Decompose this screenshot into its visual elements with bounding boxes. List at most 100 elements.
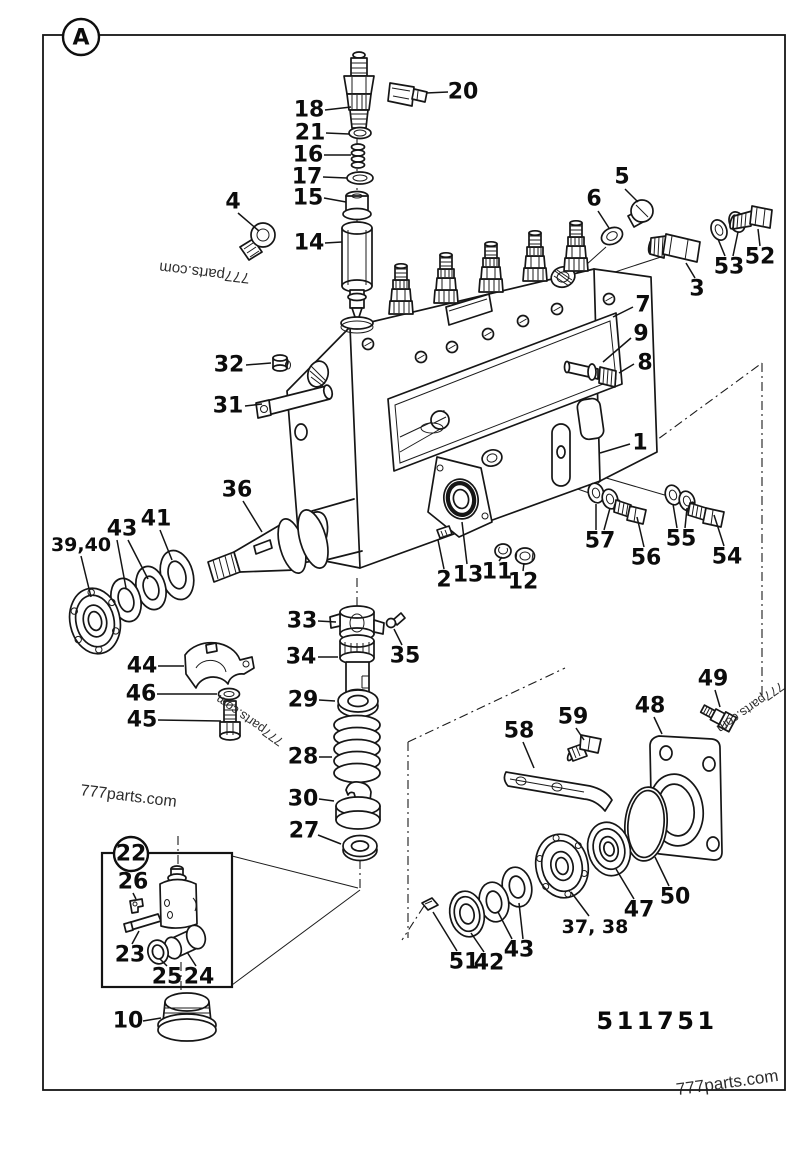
leader-line-41 [159,529,173,561]
threaded-port-left [306,360,330,388]
part-5-screw [627,199,654,228]
callout-3: 3 [689,277,704,302]
leader-line-10 [142,1017,162,1022]
callout-12: 12 [508,570,539,595]
ref-letter: A [72,26,89,51]
part-44-bearing-cap [184,641,255,689]
id-plate [445,293,493,326]
part-code: 511751 [596,1007,717,1035]
leader-line-54 [713,514,725,547]
callout-17: 17 [292,165,323,190]
callout-27: 27 [289,819,320,844]
callout-24: 24 [184,965,215,990]
part-56-bolt [613,499,647,525]
callout-11: 11 [482,560,513,585]
part-31-pin [255,384,334,419]
leader-line-5 [624,188,639,203]
part-6-washer [600,226,624,246]
callout-54: 54 [712,545,743,570]
part-33-tappet [329,605,385,641]
callout-8: 8 [637,351,652,376]
leader-line-29 [318,699,336,702]
callout-5: 5 [614,165,629,190]
diagram-border [42,34,786,1091]
callout-7: 7 [635,293,650,318]
callout-50: 50 [660,885,691,910]
part-36-camshaft [207,509,329,583]
part-52-bolt [729,205,773,230]
leader-line-59 [575,727,585,741]
leader-line-26 [132,892,137,900]
callout-30: 30 [288,787,319,812]
detail-box-22 [100,851,234,989]
callout-balloon-22 [112,835,150,873]
callout-44: 44 [127,654,158,679]
part-42-seal [448,890,486,938]
leader-line-2 [437,539,445,570]
callout-43: 43 [504,938,535,963]
callout-23: 23 [115,943,146,968]
threaded-port-top [550,265,576,289]
leader-line-37-38 [570,891,590,917]
part-49-overflow-valve [699,704,738,733]
leader-line-39-40 [80,555,92,598]
leader-line-32 [245,362,272,366]
leader-line-3 [685,262,696,279]
part-57-washers [587,482,619,510]
part-43-washers-left [110,565,167,623]
callout-41: 41 [141,507,172,532]
part-2-bearing-flange [427,456,493,539]
callout-51: 51 [449,950,480,975]
part-47-bearing [586,821,632,877]
part-41-shim-ring [159,549,195,601]
leader-line-18 [324,106,352,111]
leader-lines [80,91,761,1022]
callout-9: 9 [633,322,648,347]
part-50-o-ring [623,786,669,862]
leader-line-50 [654,856,670,887]
callout-15: 15 [293,186,324,211]
callout-33: 33 [287,609,318,634]
left-face-hole [294,423,308,441]
callout-56: 56 [631,546,662,571]
callout-32: 32 [214,353,245,378]
part-13-oil-seal [445,481,477,517]
part-20-clip [387,82,428,107]
part-12-nut [514,547,536,565]
leader-line-25 [159,958,168,967]
leader-line-53 [717,238,726,257]
part-4-fitting-bolt [239,222,276,261]
part-9-control-rod [563,360,599,381]
callout-46: 46 [126,682,157,707]
callout-47: 47 [624,898,655,923]
leader-line-52 [757,228,761,247]
part-54-bolt [687,501,725,528]
leader-line-57 [603,507,611,531]
part-3-plug [647,233,701,263]
leader-line-43 [518,902,524,940]
callout-4: 4 [225,190,240,215]
leader-line-55 [672,503,678,529]
callout-28: 28 [288,745,319,770]
part-32-nut [272,354,291,372]
callout-58: 58 [504,719,535,744]
watermark-text: 777parts.com [158,258,250,286]
part-17-seal-ring [346,171,374,185]
leader-line-43 [127,539,149,580]
callout-45: 45 [127,708,158,733]
leader-line-12 [522,562,525,572]
callout-22: 22 [116,842,147,867]
leader-line-55 [684,507,688,529]
callout-37-38: 37, 38 [562,916,629,938]
part-51-key [421,897,439,911]
leader-line-8 [618,363,635,374]
watermark-text: 777parts.com [675,1066,780,1099]
callout-21: 21 [295,121,326,146]
part-34-plunger-barrel [339,634,375,700]
part-23-pin [123,913,162,933]
callout-25: 25 [152,965,183,990]
callout-6: 6 [586,187,601,212]
leader-line-1 [599,443,631,454]
